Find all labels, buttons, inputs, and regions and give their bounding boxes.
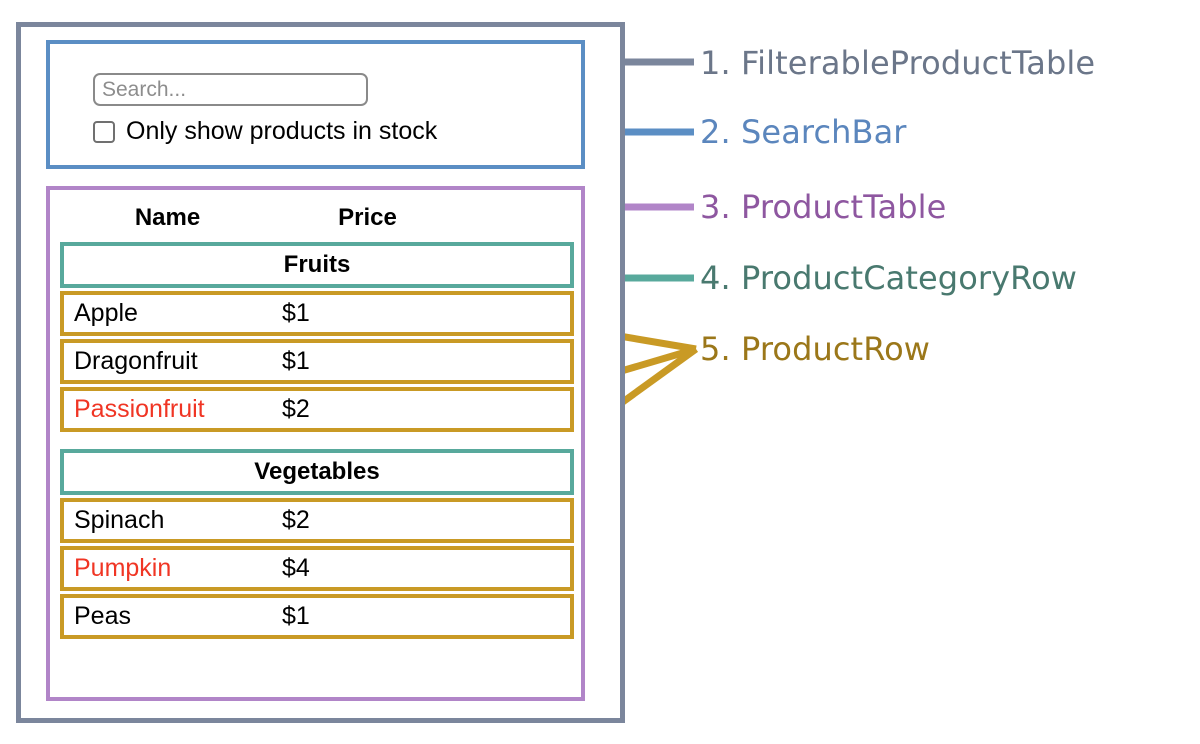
search-bar: Only show products in stock bbox=[46, 40, 585, 169]
product-price: $1 bbox=[282, 299, 310, 327]
product-row: Peas $1 bbox=[60, 594, 574, 639]
product-table: Name Price Fruits Apple $1 Dragonfruit $… bbox=[46, 186, 585, 701]
product-name: Apple bbox=[74, 299, 138, 327]
product-price: $1 bbox=[282, 602, 310, 630]
product-price: $2 bbox=[282, 506, 310, 534]
product-name: Peas bbox=[74, 602, 131, 630]
product-row: Spinach $2 bbox=[60, 498, 574, 543]
in-stock-filter[interactable]: Only show products in stock bbox=[93, 119, 437, 144]
product-name: Spinach bbox=[74, 506, 165, 534]
search-input[interactable] bbox=[93, 73, 368, 106]
product-name: Dragonfruit bbox=[74, 347, 198, 375]
in-stock-filter-label: Only show products in stock bbox=[126, 117, 438, 145]
product-category-row: Fruits bbox=[60, 242, 574, 288]
product-price: $1 bbox=[282, 347, 310, 375]
checkbox-icon[interactable] bbox=[93, 120, 115, 143]
table-header-row: Name Price bbox=[60, 199, 570, 237]
column-header-price: Price bbox=[338, 204, 397, 231]
product-row: Passionfruit $2 bbox=[60, 387, 574, 432]
product-price: $4 bbox=[282, 554, 310, 582]
product-name: Passionfruit bbox=[74, 395, 205, 423]
product-name: Pumpkin bbox=[74, 554, 172, 582]
annotation-label-product-category-row: 4. ProductCategoryRow bbox=[700, 259, 1078, 297]
annotation-label-filterable-product-table: 1. FilterableProductTable bbox=[700, 44, 1096, 82]
annotation-label-product-row: 5. ProductRow bbox=[700, 330, 931, 368]
annotation-label-search-bar: 2. SearchBar bbox=[700, 113, 907, 151]
column-header-name: Name bbox=[134, 204, 201, 231]
product-table-body: Fruits Apple $1 Dragonfruit $1 Passionfr… bbox=[60, 242, 574, 639]
product-row: Apple $1 bbox=[60, 291, 574, 336]
product-price: $2 bbox=[282, 395, 310, 423]
product-row: Dragonfruit $1 bbox=[60, 339, 574, 384]
annotation-label-product-table: 3. ProductTable bbox=[700, 188, 947, 226]
product-category-row: Vegetables bbox=[60, 449, 574, 495]
product-row: Pumpkin $4 bbox=[60, 546, 574, 591]
